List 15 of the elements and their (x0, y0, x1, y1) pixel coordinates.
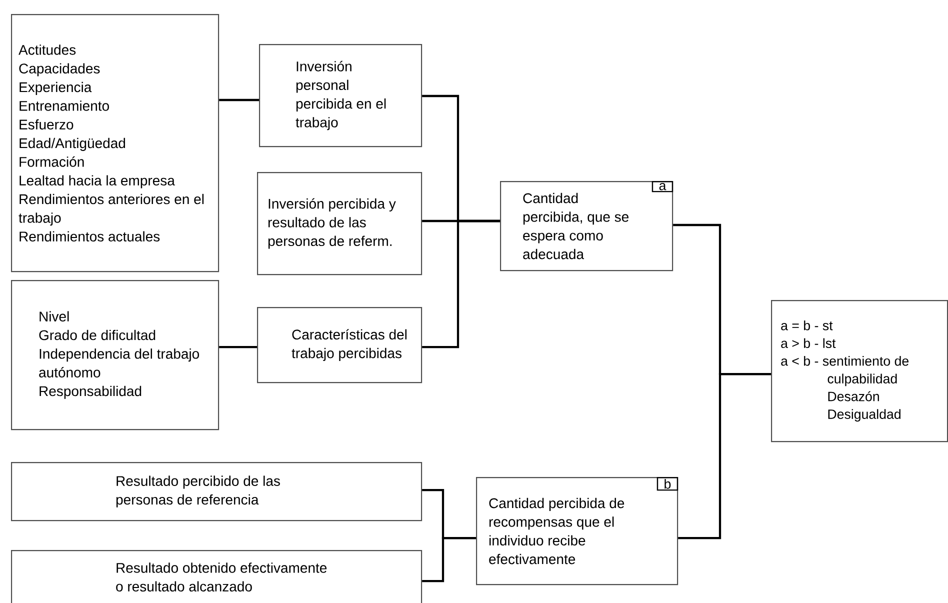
process-box: Inversión percibida y resultado de las personas de referm. (257, 172, 422, 276)
list-box: Nivel Grado de dificultad Independencia del trabajo autónomo Responsabilidad (11, 280, 220, 430)
connector-line (678, 372, 772, 540)
corner-tag: a (652, 181, 674, 192)
process-box: Características del trabajo percibidas (257, 307, 422, 384)
corner-tag: b (656, 477, 678, 491)
process-box: Inversión personal percibida en el trabajo (259, 44, 422, 148)
process-box: Resultado obtenido efectivamente o resultado alcanzado (11, 550, 422, 603)
connector-line (422, 536, 476, 582)
result-box: a = b - st a > b - lst a < b - sentimiento de culpabilidad Desazón Desigualdad (771, 300, 948, 442)
list-box: Actitudes Capacidades Experiencia Entrenamiento Esfuerzo Edad/Antigüedad Formación Lealtad hacia la empresa Rendimientos anteriores en el trabajo Rendimientos actuales (11, 14, 220, 272)
connector-line (219, 98, 259, 102)
process-box: Resultado percibido de las personas de referencia (11, 462, 422, 522)
connector-line (219, 346, 257, 348)
connector-line (422, 220, 500, 348)
